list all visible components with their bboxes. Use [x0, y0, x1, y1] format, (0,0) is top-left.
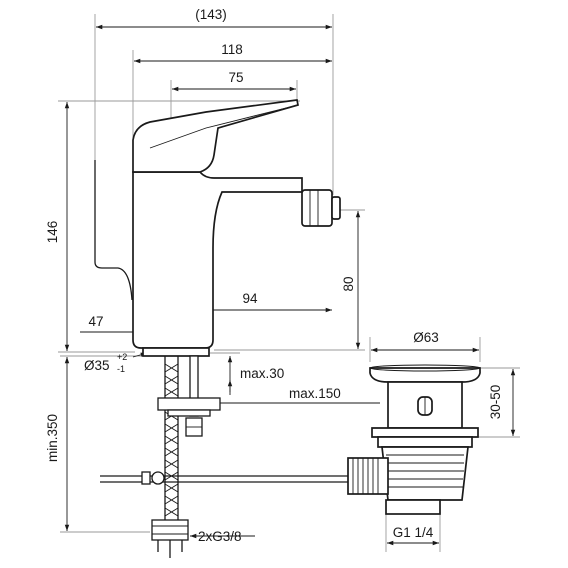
label-width-75: 75: [228, 70, 243, 85]
label-hole-diameter: Ø35: [84, 358, 110, 373]
label-waste-height: 30-50: [488, 385, 503, 420]
dimension-lines: [58, 14, 520, 552]
label-rod-max: max.150: [289, 386, 341, 401]
label-width-94: 94: [242, 291, 258, 306]
label-height-146: 146: [45, 221, 60, 244]
label-hose-min: min.350: [45, 414, 60, 462]
label-width-118: 118: [221, 42, 243, 57]
dimension-labels: (143) 118 75 146 80 94 47 Ø35 +2 -1 max.…: [45, 7, 503, 544]
label-connection: 2xG3/8: [198, 529, 242, 544]
waste-fitting: [347, 364, 481, 515]
label-waste-thread: G1 1/4: [393, 525, 434, 540]
label-overall-width: (143): [195, 7, 227, 22]
label-height-80: 80: [341, 276, 356, 291]
label-width-47: 47: [88, 314, 103, 329]
label-hole-tol-minus: -1: [117, 364, 125, 374]
label-waste-diameter: Ø63: [413, 330, 439, 345]
label-deck-max: max.30: [240, 366, 284, 381]
mixer-body: [94, 99, 341, 357]
hoses: [100, 355, 348, 558]
label-hole-tol-plus: +2: [117, 352, 127, 362]
